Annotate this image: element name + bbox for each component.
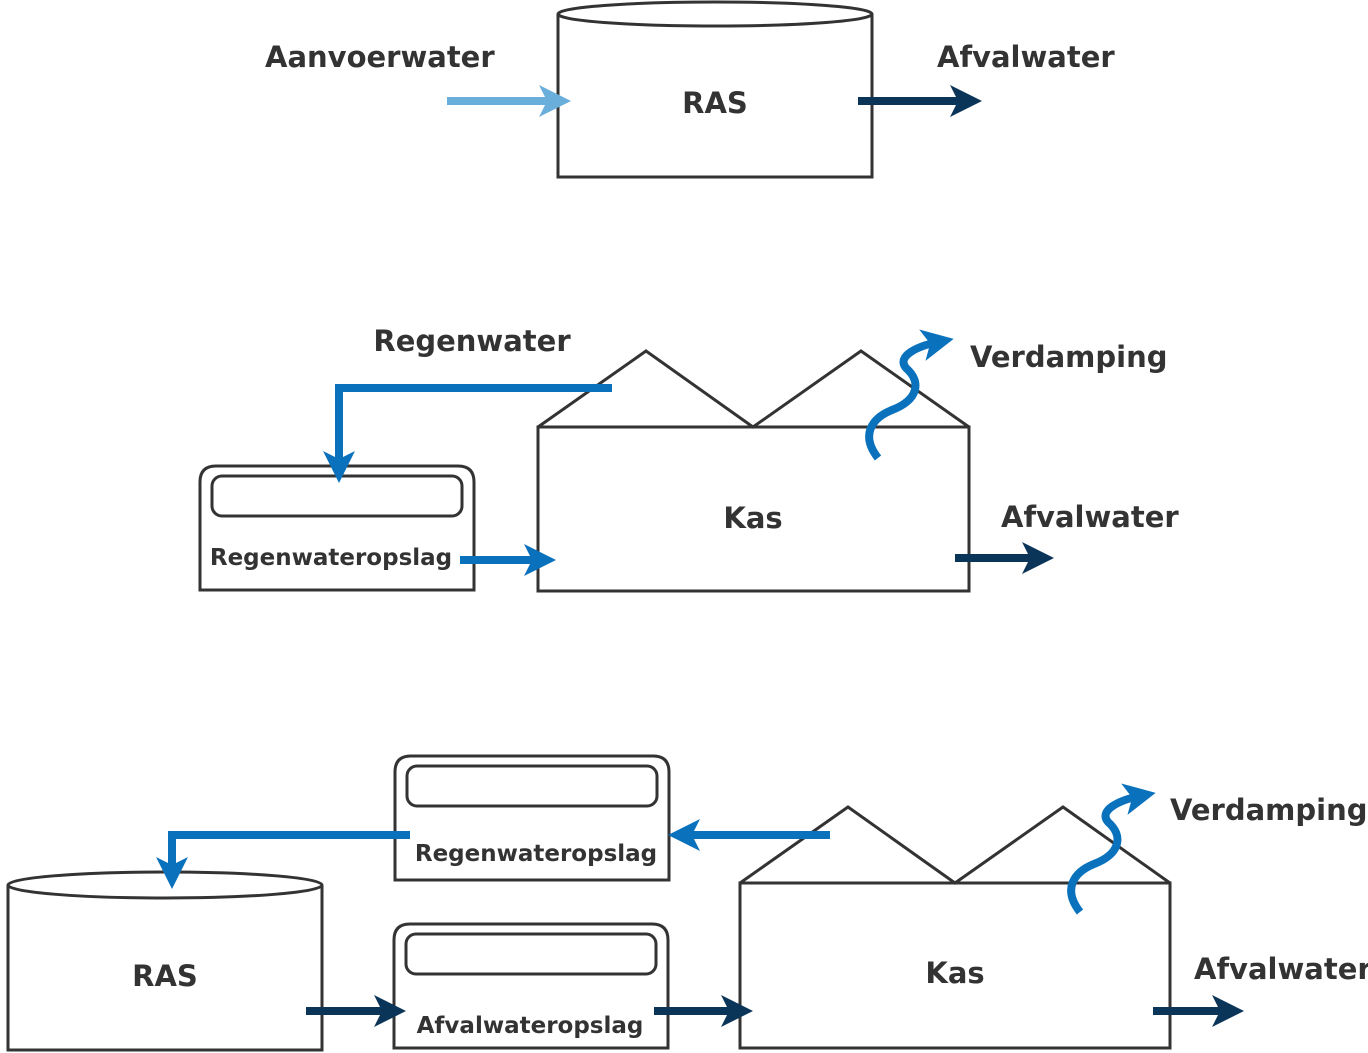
outflow-label-2: Afvalwater: [1001, 500, 1179, 534]
evaporation-label-2: Verdamping: [970, 340, 1167, 374]
evaporation-arrow-2: [865, 329, 954, 461]
greenhouse-label-2: Kas: [723, 501, 782, 535]
outflow-label-1: Afvalwater: [937, 40, 1115, 74]
evaporation-label-3: Verdamping: [1170, 793, 1367, 827]
ras-tank-3: [6, 870, 324, 1052]
waste-storage-label-3: Afvalwateropslag: [417, 1013, 644, 1039]
diagram-3: RAS Regenwateropslag Afvalwateropslag Ka…: [6, 754, 1368, 1052]
rain-storage-to-ras-arrow-3: [156, 831, 410, 889]
waste-storage-3: [392, 922, 670, 1050]
outflow-label-3: Afvalwater: [1194, 952, 1368, 986]
diagram-2: Kas Regenwateropslag Regenwater Verdampi…: [198, 324, 1179, 593]
ras-label-3: RAS: [132, 959, 198, 993]
greenhouse-2: [536, 349, 971, 593]
inflow-label: Aanvoerwater: [265, 40, 495, 74]
rain-label-2: Regenwater: [373, 324, 571, 358]
rain-storage-label-3: Regenwateropslag: [415, 841, 657, 867]
ras-label-1: RAS: [682, 86, 748, 120]
rain-arrow-2: [323, 384, 612, 483]
greenhouse-label-3: Kas: [925, 956, 984, 990]
rain-storage-label-2: Regenwateropslag: [210, 545, 452, 571]
rain-storage-3: [393, 754, 671, 882]
diagram-1: RAS Aanvoerwater Afvalwater: [265, 0, 1115, 179]
evaporation-arrow-3: [1067, 783, 1156, 915]
rain-storage-2: [198, 464, 476, 592]
ras-tank-1: [556, 0, 874, 179]
greenhouse-3: [738, 805, 1172, 1050]
